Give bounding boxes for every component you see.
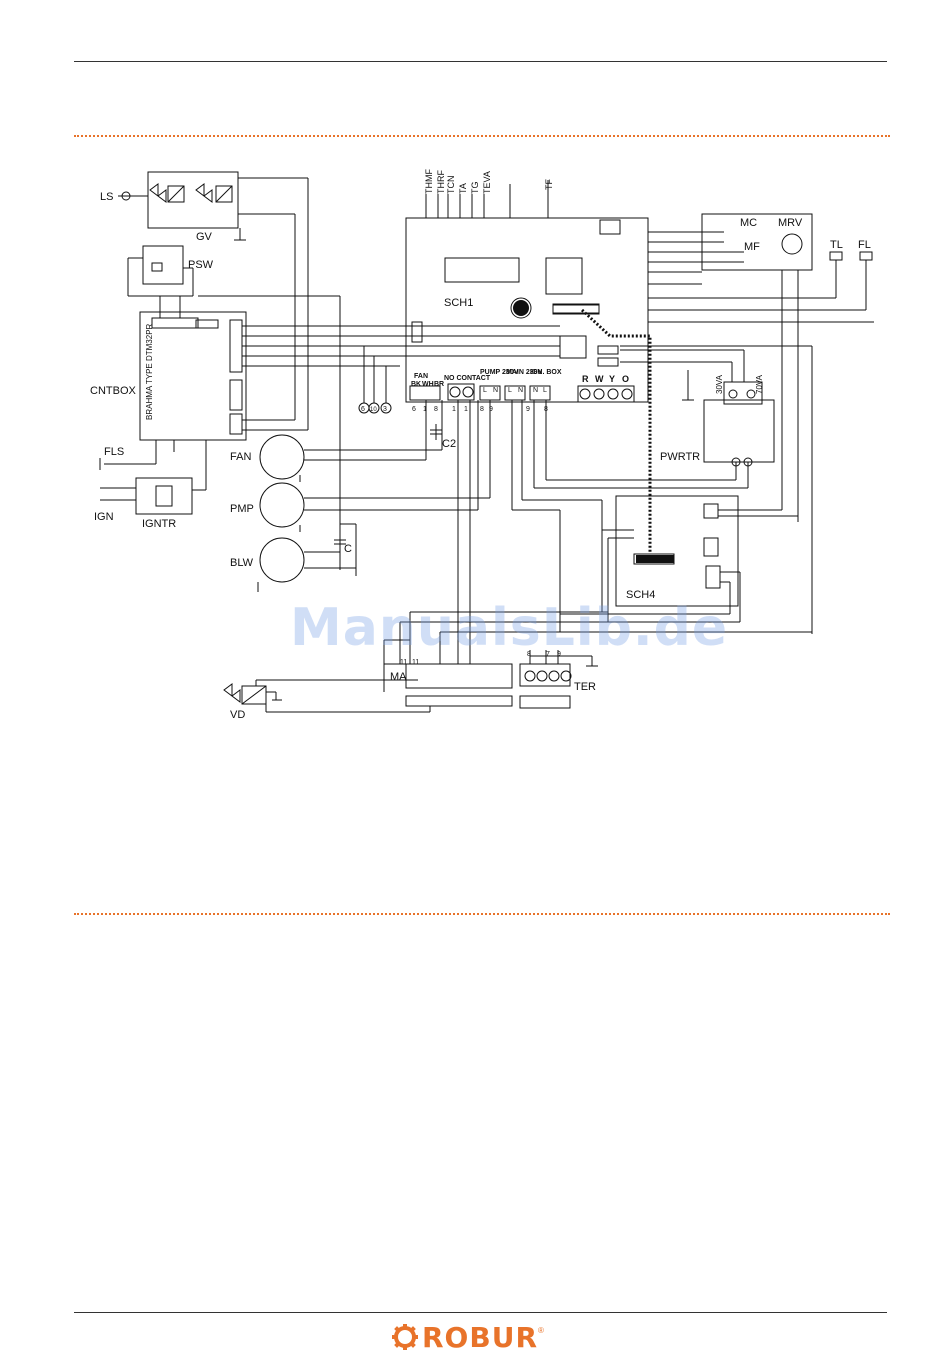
ls-label: LS [100,191,113,203]
ma-num-11a: 11 [400,659,407,666]
ma-block [406,664,512,688]
marker-6: 6 [361,406,365,413]
rwyo-y: Y [609,374,615,384]
ign-label: IGN [94,511,114,523]
fan-num-1: 1 [423,406,427,413]
gv-box [148,172,238,228]
fan-group-title: FAN [414,373,428,380]
fan-num-6: 6 [412,406,416,413]
psw-label: PSW [188,259,214,271]
igntr-label: IGNTR [142,518,176,530]
cntbox-label: CNTBOX [90,385,137,397]
sensor-label-teva: TEVA [482,171,492,194]
blw-label: BLW [230,557,254,569]
ma-num-11b: 11 [412,659,419,666]
igntr-box [136,478,192,514]
sensor-label-thrf: THRF [436,170,446,194]
sensor-label-ta: TA [458,183,468,194]
mrv-label: MRV [778,217,803,229]
tl-label: TL [830,239,843,251]
fls-label: FLS [104,446,124,458]
robur-logo: ROBUR ® [392,1322,544,1352]
pump-num-9: 9 [489,406,493,413]
ign-num-8: 8 [544,406,548,413]
fan-pin-wh: WH [422,381,434,388]
blw-motor [260,538,304,582]
rwyo-w: W [595,374,604,384]
rwyo-o: O [622,374,629,384]
sch1-label: SCH1 [444,297,473,309]
fan-num-8: 8 [434,406,438,413]
pmp-label: PMP [230,503,254,515]
fan-label: FAN [230,451,251,463]
ter-label: TER [574,681,596,693]
fan-pin-bk: BK [411,381,421,388]
c-label: C [344,543,352,555]
fl-label: FL [858,239,871,251]
fan-pin-br: BR [434,381,444,388]
pwr-30va-label: 30VA [715,374,724,394]
registered-mark: ® [538,1326,544,1335]
pmp-motor [260,483,304,527]
brand-name: ROBUR [422,1321,538,1354]
mf-label: MF [744,241,760,253]
ign-num-9: 9 [526,406,530,413]
mc-label: MC [740,217,757,229]
main-pin-l: L [508,387,512,394]
ma-label: MA [390,671,407,683]
ign-pin-l: L [543,387,547,394]
vd-label: VD [230,709,245,721]
rwyo-r: R [582,374,589,384]
sensor-label-thmf: THMF [424,169,434,194]
ign-box-title: IGN. BOX [530,369,562,376]
pwr-70va-label: 70VA [755,374,764,394]
cntbox-type-label: BRAHMA TYPE DTM32PR [145,323,154,420]
sensor-label-tcn: TCN [446,176,456,195]
gear-icon [392,1324,418,1350]
pwrtr-label: PWRTR [660,451,700,463]
sensor-label-tg: TG [470,182,480,195]
nc-num-1a: 1 [452,406,456,413]
marker-3: 3 [383,406,387,413]
pump-pin-n: N [493,387,498,394]
c2-label: C2 [442,438,456,450]
pwrtr-box [704,400,774,462]
psw-box [143,246,183,284]
pump-pin-l: L [483,387,487,394]
nc-num-1b: 1 [464,406,468,413]
no-contact-title: NO CONTACT [444,375,491,382]
marker-10: 10 [370,407,377,413]
gv-label: GV [196,231,213,243]
watermark: ManualsLib.de [290,598,728,658]
fan-motor [260,435,304,479]
main-pin-n: N [518,387,523,394]
ign-pin-n: N [533,387,538,394]
pump-num-8: 8 [480,406,484,413]
tf-label: TF [544,179,554,190]
